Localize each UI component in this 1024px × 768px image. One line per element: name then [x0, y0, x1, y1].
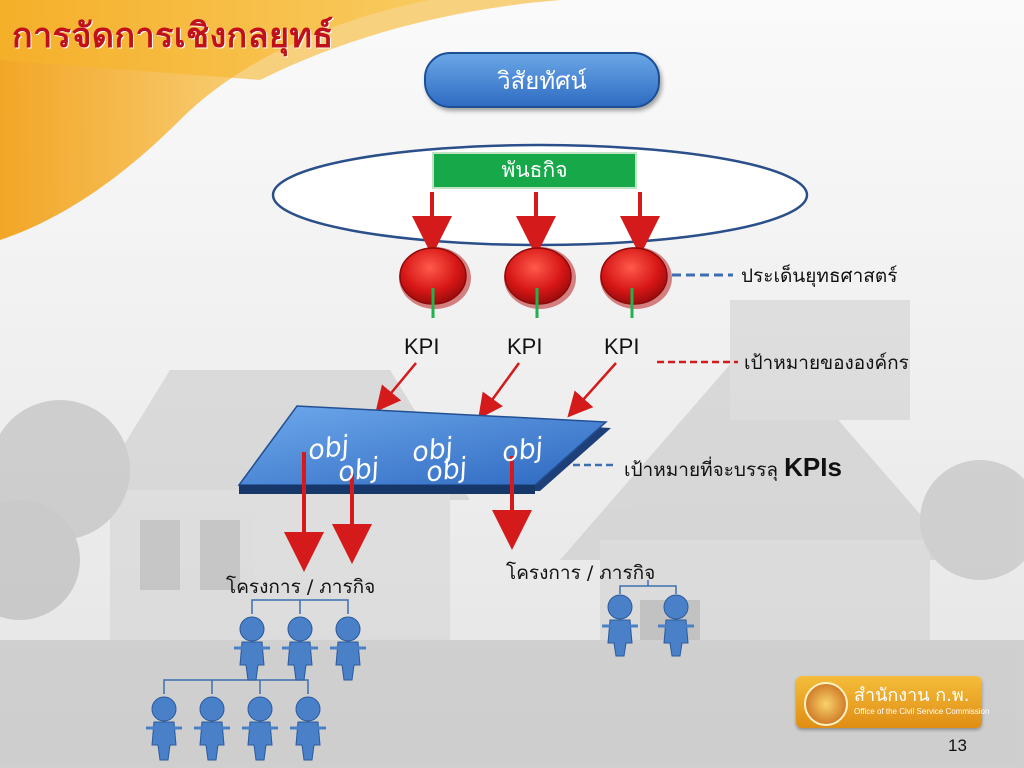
person-icon — [234, 616, 270, 681]
objective-label: obj — [500, 432, 546, 469]
person-icon — [282, 616, 318, 681]
vision-node: วิสัยทัศน์ — [424, 52, 660, 108]
team-people — [146, 594, 694, 761]
strategic-issue-label: ประเด็นยุทธศาสตร์ — [741, 265, 898, 287]
person-icon — [194, 696, 230, 761]
person-icon — [330, 616, 366, 681]
seal-icon — [804, 682, 848, 726]
mission-arrows — [412, 192, 660, 256]
kpi-arrows — [375, 362, 617, 420]
team-connectors — [163, 580, 677, 694]
page-number: 13 — [948, 736, 967, 755]
person-icon — [146, 696, 182, 761]
person-icon — [658, 594, 694, 657]
objective-label: obj — [336, 452, 382, 489]
logo-name: สำนักงาน ก.พ. — [854, 685, 970, 706]
kpi-goal-text: เป้าหมายที่จะบรรลุ — [624, 459, 779, 481]
person-icon — [242, 696, 278, 761]
kpi-connectors — [431, 288, 634, 318]
kpi-label: KPI — [507, 334, 543, 359]
org-goal-label: เป้าหมายขององค์กร — [744, 352, 909, 374]
objective-label: obj — [424, 452, 470, 489]
ocsc-logo: สำนักงาน ก.พ. Office of the Civil Servic… — [796, 676, 989, 728]
kpi-label: KPI — [404, 334, 440, 359]
person-icon — [602, 594, 638, 657]
kpi-goal-bold: KPIs — [784, 452, 842, 482]
strategic-issue-node — [600, 247, 668, 305]
person-icon — [290, 696, 326, 761]
logo-subtitle: Office of the Civil Service Commission — [854, 707, 990, 716]
strategic-issue-nodes — [399, 247, 672, 309]
mission-node: พันธกิจ — [432, 152, 637, 189]
project-label-right: โครงการ / ภารกิจ — [506, 562, 656, 584]
project-arrows — [284, 452, 532, 572]
objective-plate — [237, 405, 611, 494]
project-label-left: โครงการ / ภารกิจ — [226, 576, 376, 598]
kpi-label: KPI — [604, 334, 640, 359]
kpi-goal-label: เป้าหมายที่จะบรรลุ KPIs — [624, 452, 842, 485]
slide-title: การจัดการเชิงกลยุทธ์ — [12, 16, 334, 56]
